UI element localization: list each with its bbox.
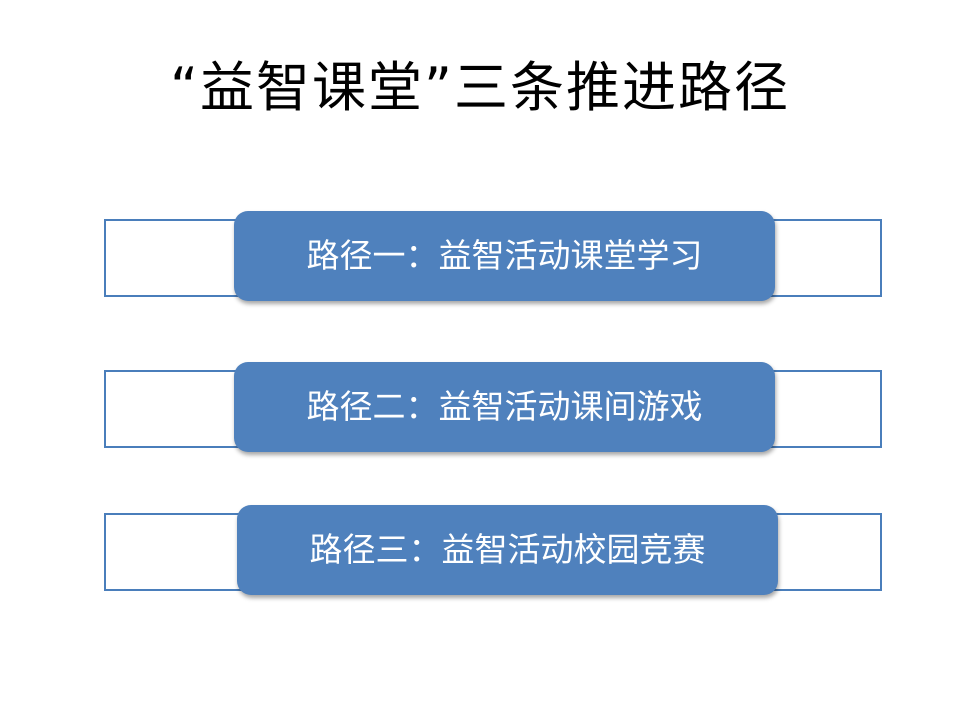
path-label-2: 路径二：益智活动课间游戏 [306, 387, 703, 426]
path-label-1: 路径一：益智活动课堂学习 [306, 236, 703, 275]
path-row-1: 路径一：益智活动课堂学习 [0, 211, 960, 311]
path-row-2: 路径二：益智活动课间游戏 [0, 362, 960, 462]
path-label-3: 路径三：益智活动校园竞赛 [309, 530, 706, 569]
path-box-3: 路径三：益智活动校园竞赛 [237, 505, 778, 595]
page-title: “益智课堂”三条推进路径 [170, 56, 790, 119]
path-box-2: 路径二：益智活动课间游戏 [234, 362, 775, 452]
path-box-1: 路径一：益智活动课堂学习 [234, 211, 775, 301]
path-row-3: 路径三：益智活动校园竞赛 [0, 505, 960, 605]
